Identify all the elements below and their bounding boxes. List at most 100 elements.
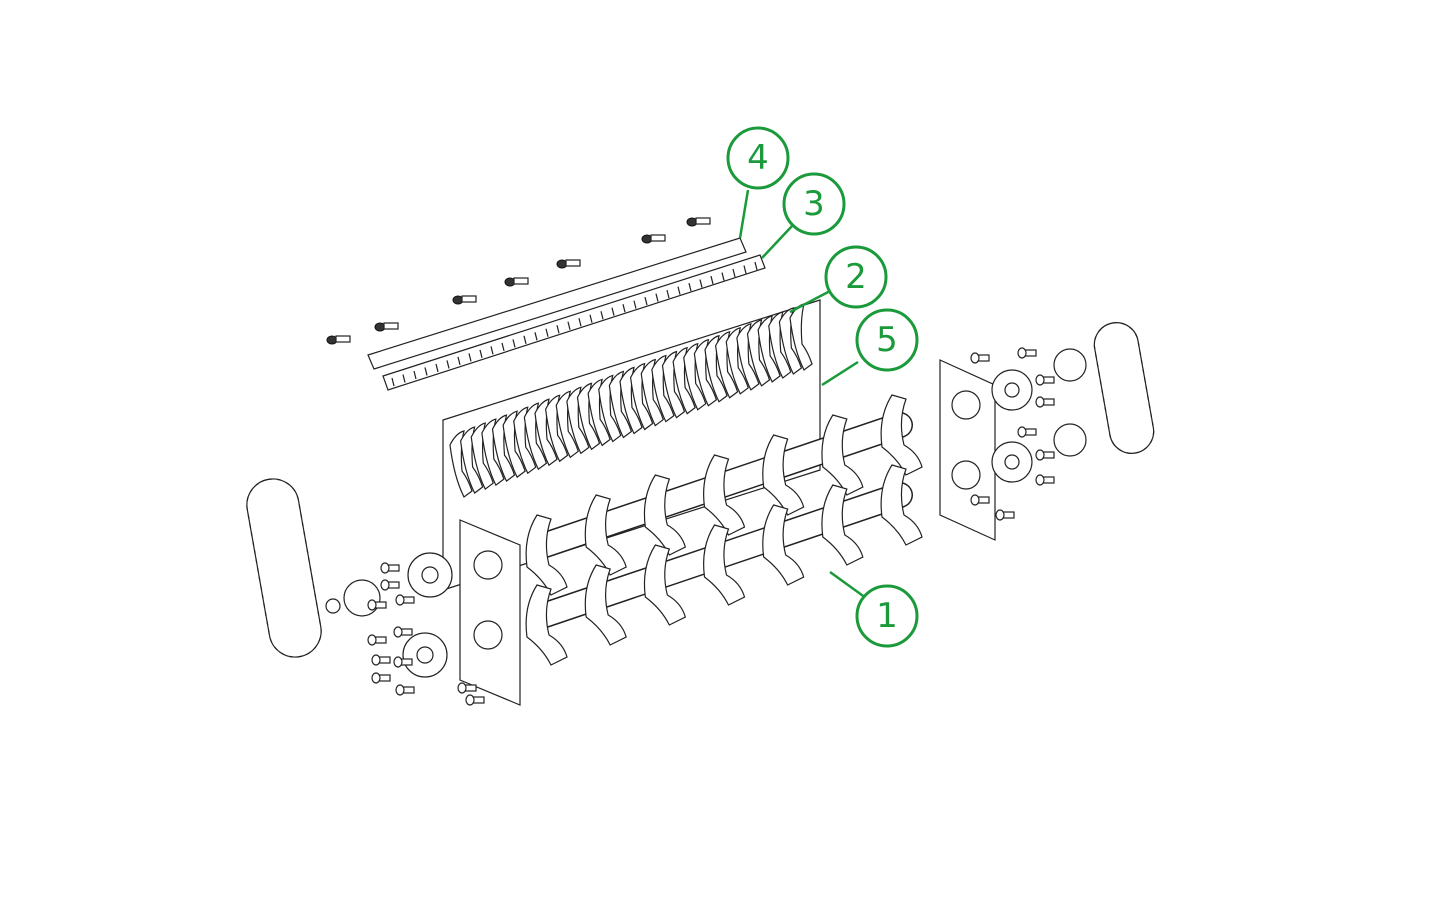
bar-tooth: [677, 286, 681, 295]
screw-shank: [383, 322, 399, 330]
right-chain: [1093, 322, 1155, 454]
roller-blade: [703, 524, 746, 606]
roller-blade: [584, 564, 627, 646]
bar-tooth: [633, 300, 637, 309]
bar-screws: [326, 217, 711, 345]
bar-tooth: [622, 304, 626, 313]
bar-tooth: [743, 265, 747, 274]
roller-blade: [821, 484, 864, 566]
bar-tooth: [732, 268, 736, 278]
bar-tooth: [391, 377, 395, 387]
mounting-bar: [367, 237, 766, 391]
bar-tooth: [600, 311, 604, 320]
screw-shank: [461, 295, 477, 303]
bolt-head: [970, 494, 980, 506]
bar-tooth: [435, 363, 439, 373]
screw-shank: [513, 277, 529, 285]
bolt-head: [393, 626, 403, 638]
roller-blade: [880, 394, 923, 476]
bolt-head: [395, 594, 405, 606]
bolt-head: [1035, 396, 1045, 408]
bolt-head: [1035, 374, 1045, 386]
stripper-finger: [449, 430, 473, 498]
stripper-finger: [746, 319, 771, 387]
bar-tooth: [666, 289, 670, 299]
callout-4-number: 4: [747, 138, 769, 178]
roller-blade: [762, 504, 805, 586]
bar-tooth: [534, 332, 538, 341]
bar-tooth: [413, 370, 417, 380]
stripper-finger: [715, 330, 739, 399]
stripper-finger: [661, 350, 686, 419]
bar-tooth: [512, 339, 516, 348]
stripper-finger: [757, 315, 781, 383]
bar-tooth: [721, 272, 725, 281]
bar-tooth: [402, 374, 406, 383]
bar-tooth: [589, 314, 593, 323]
bolt-head: [970, 352, 980, 364]
bar-tooth: [699, 279, 703, 288]
bar-tooth: [424, 367, 428, 376]
stripper-finger: [481, 418, 505, 487]
bar-tooth: [457, 356, 461, 366]
callout-3-number: 3: [803, 184, 825, 224]
stripper-finger: [502, 410, 526, 479]
stripper-finger: [778, 307, 803, 375]
bar-tooth: [556, 325, 560, 334]
callout-3: 3: [761, 172, 846, 259]
bolt-head: [1035, 449, 1045, 461]
stripper-finger: [736, 323, 760, 391]
stripper-finger: [619, 366, 643, 435]
bolt-head: [367, 634, 377, 646]
roller-blade: [880, 464, 923, 546]
stripper-finger: [672, 346, 696, 415]
stripper-finger: [608, 370, 633, 439]
stripper-finger: [523, 402, 548, 471]
bar-tooth: [490, 346, 494, 355]
crusher-rollers: [525, 394, 923, 666]
bolt-head: [457, 682, 467, 694]
screw-shank: [650, 234, 666, 242]
stripper-finger: [555, 390, 579, 459]
bar-tooth: [479, 349, 483, 359]
stripper-finger: [683, 342, 707, 411]
stripper-finger: [491, 414, 516, 483]
bar-tooth: [578, 318, 582, 327]
stripper-finger: [725, 326, 749, 395]
callout-4: 4: [726, 126, 790, 239]
right-side-plate: [939, 359, 996, 541]
roller-blade: [525, 584, 568, 666]
bar-tooth: [710, 275, 714, 285]
bolt-head: [393, 656, 403, 668]
bar-tooth: [655, 293, 659, 302]
bar-tooth: [688, 282, 692, 292]
bar-tooth: [501, 342, 505, 351]
stripper-finger: [598, 374, 622, 443]
screw-shank: [335, 335, 351, 343]
bolt-head: [1017, 347, 1027, 359]
bar-tooth: [567, 321, 571, 330]
screw-shank: [695, 217, 711, 225]
left-chain: [246, 478, 322, 658]
stripper-finger: [630, 362, 654, 431]
bar-tooth: [446, 360, 450, 369]
stripper-finger: [470, 422, 494, 490]
stripper-finger: [768, 311, 792, 379]
roller-blade: [643, 544, 687, 626]
bolt-head: [1017, 426, 1027, 438]
screw-shank: [565, 259, 581, 267]
stripper-finger: [566, 386, 590, 455]
stripper-finger: [460, 426, 484, 494]
stripper-finger: [545, 394, 569, 463]
left-bolts: [367, 562, 485, 706]
callout-1: 1: [829, 570, 919, 648]
bolt-head: [380, 579, 390, 591]
stripper-finger: [587, 378, 611, 447]
bolt-head: [371, 654, 381, 666]
bolt-head: [380, 562, 390, 574]
stripper-finger: [534, 398, 558, 467]
callout-2-number: 2: [845, 257, 867, 297]
bolt-head: [465, 694, 475, 706]
bolt-head: [371, 672, 381, 684]
